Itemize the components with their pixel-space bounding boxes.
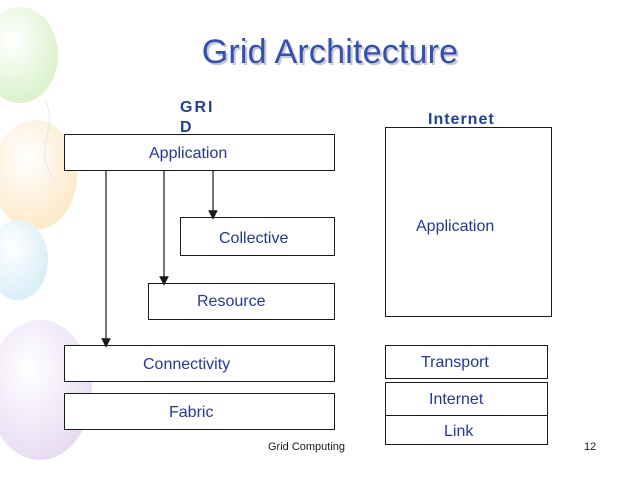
collective-label: Collective: [219, 230, 289, 247]
grid-application-label: Application: [149, 145, 228, 162]
internet-heading: Internet: [428, 111, 495, 128]
balloon-string: [44, 99, 56, 181]
resource-label: Resource: [197, 293, 266, 310]
grid-heading: GRID: [180, 99, 215, 136]
slide-title: Grid Architecture: [201, 33, 459, 71]
link-label: Link: [444, 423, 474, 440]
page-number: 12: [584, 441, 597, 453]
internet-layer-label: Internet: [429, 391, 484, 408]
fabric-label: Fabric: [169, 404, 214, 421]
transport-box: Transport: [385, 345, 548, 379]
collective-box: Collective: [180, 217, 335, 256]
resource-box: Resource: [148, 283, 335, 320]
internet-application-label: Application: [416, 218, 495, 235]
balloon-purple: [0, 320, 92, 460]
connectivity-label: Connectivity: [143, 356, 231, 373]
internet-link-divider: [386, 415, 547, 416]
internet-lower-box: Internet Link: [385, 382, 548, 445]
grid-application-box: Application: [64, 134, 335, 171]
footer-text: Grid Computing: [268, 441, 346, 453]
fabric-box: Fabric: [64, 393, 335, 430]
balloon-orange: [0, 120, 77, 230]
internet-application-box: Application: [385, 127, 552, 317]
transport-label: Transport: [421, 354, 489, 371]
balloon-green: [0, 7, 58, 103]
balloon-blue: [0, 220, 48, 300]
connectivity-box: Connectivity: [64, 345, 335, 382]
